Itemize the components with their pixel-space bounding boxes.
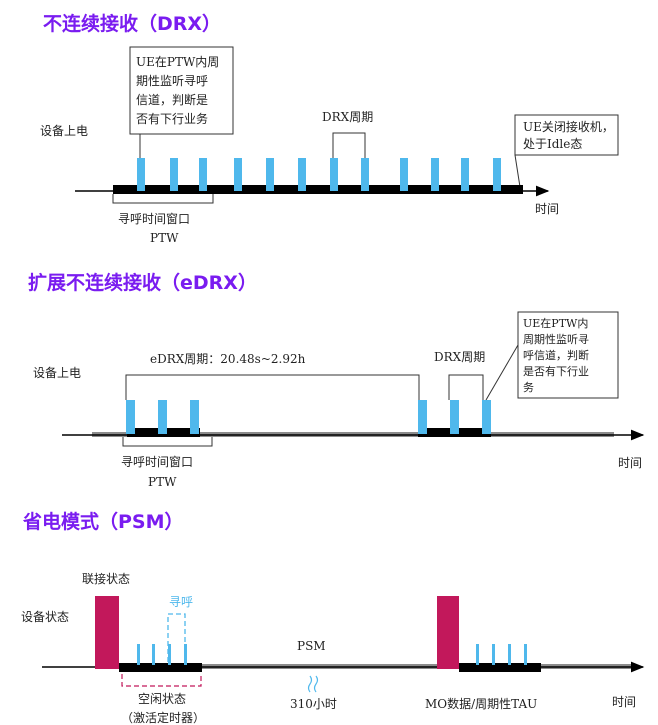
psm-paging-pulse bbox=[476, 644, 479, 665]
drx-callout-left-line2: 期性监听寻呼 bbox=[136, 74, 208, 88]
drx-callout-left-line3: 信道，判断是 bbox=[136, 92, 208, 107]
psm-connected-label: 联接状态 bbox=[82, 571, 130, 586]
drx-paging-pulse bbox=[266, 158, 274, 191]
edrx-paging-pulse bbox=[126, 400, 135, 434]
edrx-callout-line3: 呼信道，判断 bbox=[523, 348, 589, 362]
psm-connected-block-2 bbox=[437, 596, 459, 669]
psm-time-label: 时间 bbox=[612, 695, 636, 709]
psm-break-mark bbox=[313, 675, 319, 693]
drx-callout-right: UE关闭接收机， 处于Idle态 bbox=[514, 114, 619, 188]
edrx-cycle-label: eDRX周期：20.48s~2.92h bbox=[150, 352, 306, 366]
edrx-power-on-label: 设备上电 bbox=[33, 366, 81, 380]
edrx-callout-line4: 是否有下行业 bbox=[523, 364, 589, 378]
drx-callout-left: UE在PTW内周 期性监听寻呼 信道，判断是 否有下行业务 bbox=[129, 46, 234, 158]
edrx-paging-pulse bbox=[418, 400, 427, 434]
drx-paging-pulse bbox=[431, 158, 439, 191]
psm-paging-pulse bbox=[508, 644, 511, 665]
drx-paging-pulse bbox=[234, 158, 242, 191]
edrx-paging-pulses bbox=[126, 400, 491, 434]
edrx-paging-pulse bbox=[450, 400, 459, 434]
drx-paging-pulse bbox=[493, 158, 501, 191]
edrx-ptw-bracket bbox=[122, 437, 213, 447]
psm-paging-pulse bbox=[492, 644, 495, 665]
psm-paging-pulse bbox=[168, 644, 171, 665]
psm-active-bar-2 bbox=[459, 663, 541, 672]
edrx-section: 扩展不连续接收（eDRX） 设备上电 eDRX周期：20.48s~2.92h D… bbox=[28, 271, 645, 489]
drx-paging-pulses bbox=[137, 158, 501, 191]
drx-window-label: 寻呼时间窗口 bbox=[118, 212, 190, 226]
psm-paging-pulse bbox=[184, 644, 187, 665]
psm-device-state-label: 设备状态 bbox=[21, 610, 69, 624]
drx-callout-right-line1: UE关闭接收机， bbox=[523, 119, 614, 134]
psm-connected-block-1 bbox=[95, 596, 119, 669]
psm-active-bar-1 bbox=[119, 663, 202, 672]
psm-duration-label: 310小时 bbox=[290, 697, 337, 711]
edrx-ptw-label: PTW bbox=[148, 475, 177, 489]
edrx-window-label: 寻呼时间窗口 bbox=[121, 455, 193, 469]
drx-paging-pulse bbox=[330, 158, 338, 191]
drx-paging-pulse bbox=[137, 158, 145, 191]
drx-cycle-bracket bbox=[332, 132, 366, 158]
drx-paging-pulse bbox=[298, 158, 306, 191]
psm-paging-pulse bbox=[137, 644, 140, 665]
edrx-callout-right: UE在PTW内 周期性监听寻 呼信道，判断 是否有下行业 务 bbox=[485, 311, 619, 401]
psm-paging-pulse bbox=[524, 644, 527, 665]
psm-idle-state-label: 空闲状态 bbox=[138, 692, 186, 706]
drx-section: 不连续接收（DRX） UE在PTW内周 期性监听寻呼 信道，判断是 否有下行业务… bbox=[40, 12, 619, 245]
drx-callout-left-line4: 否有下行业务 bbox=[136, 111, 208, 126]
psm-psm-label: PSM bbox=[297, 639, 326, 653]
edrx-cycle-bracket bbox=[125, 374, 420, 400]
drx-active-bar bbox=[113, 185, 523, 194]
psm-mo-tau-label: MO数据/周期性TAU bbox=[425, 696, 537, 711]
drx-paging-pulse bbox=[361, 158, 369, 191]
edrx-drx-cycle-bracket bbox=[448, 374, 484, 400]
edrx-time-label: 时间 bbox=[618, 456, 642, 470]
psm-idle-timer-label: （激活定时器） bbox=[121, 710, 205, 725]
psm-paging-pulse bbox=[152, 644, 155, 665]
psm-break-mark bbox=[307, 675, 313, 693]
drx-ptw-label: PTW bbox=[150, 231, 179, 245]
edrx-paging-pulse bbox=[158, 400, 167, 434]
drx-ptw-bracket bbox=[112, 194, 214, 204]
psm-idle-dashed-bracket bbox=[121, 674, 202, 687]
psm-paging-label: 寻呼 bbox=[169, 595, 193, 609]
psm-paging-pulses bbox=[137, 644, 527, 665]
edrx-callout-line1: UE在PTW内 bbox=[523, 316, 588, 330]
edrx-title: 扩展不连续接收（eDRX） bbox=[28, 271, 257, 294]
drx-paging-pulse bbox=[461, 158, 469, 191]
drx-power-on-label: 设备上电 bbox=[40, 124, 88, 138]
drx-callout-left-line1: UE在PTW内周 bbox=[136, 55, 219, 69]
drx-paging-pulse bbox=[170, 158, 178, 191]
psm-section: 省电模式（PSM） 联接状态 设备状态 寻呼 PSM 310小时 bbox=[21, 510, 645, 725]
psm-title: 省电模式（PSM） bbox=[22, 510, 184, 533]
edrx-drx-cycle-label: DRX周期 bbox=[434, 350, 485, 364]
drx-cycle-label: DRX周期 bbox=[322, 110, 373, 124]
drx-time-label: 时间 bbox=[535, 202, 559, 216]
drx-callout-right-line2: 处于Idle态 bbox=[523, 137, 582, 151]
edrx-callout-line2: 周期性监听寻 bbox=[523, 332, 589, 346]
drx-title: 不连续接收（DRX） bbox=[43, 12, 221, 35]
edrx-paging-pulse bbox=[190, 400, 199, 434]
edrx-paging-pulse bbox=[482, 400, 491, 434]
drx-paging-pulse bbox=[199, 158, 207, 191]
drx-paging-pulse bbox=[400, 158, 408, 191]
edrx-callout-line5: 务 bbox=[523, 381, 534, 394]
